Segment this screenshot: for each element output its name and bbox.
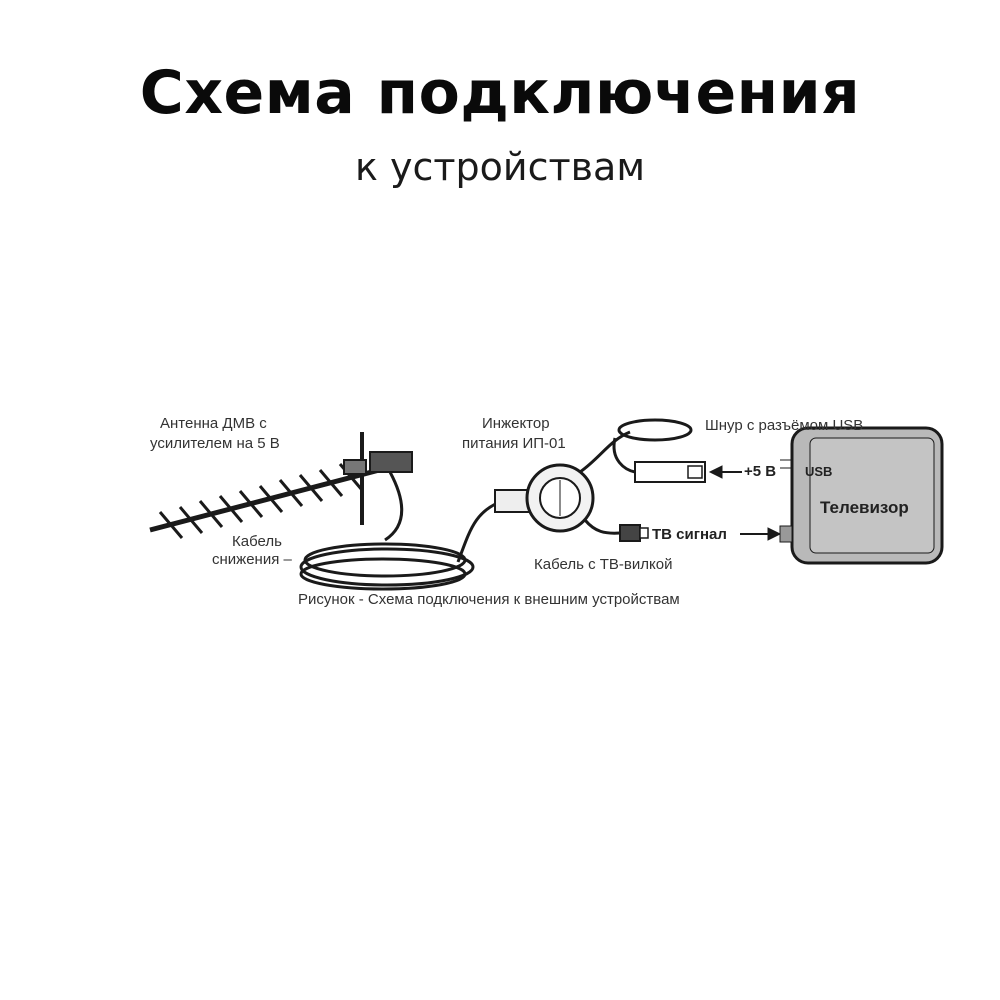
usb-cord-label: Шнур с разъёмом USB bbox=[705, 417, 864, 434]
tv-label: Телевизор bbox=[820, 498, 909, 517]
drop-cable-coil bbox=[299, 471, 506, 591]
connection-diagram: Антенна ДМВ с усилителем на 5 В Кабель с… bbox=[140, 400, 960, 620]
tv-plug-cable bbox=[583, 519, 649, 542]
page-subtitle: к устройствам bbox=[355, 145, 645, 189]
page-title: Схема подключения bbox=[139, 58, 861, 128]
power-arrow-icon bbox=[708, 465, 742, 479]
antenna-label-line2: усилителем на 5 В bbox=[150, 435, 280, 452]
injector-label-line2: питания ИП-01 bbox=[462, 435, 566, 452]
injector-icon bbox=[494, 463, 595, 533]
tv-usb-label: USB bbox=[805, 464, 833, 479]
power-label: +5 В bbox=[744, 463, 777, 480]
diagram-graphics bbox=[149, 418, 944, 591]
tv-signal-arrow-icon bbox=[740, 527, 782, 541]
tv-signal-label: ТВ сигнал bbox=[652, 526, 727, 543]
cable-label-line2: снижения – bbox=[212, 551, 292, 568]
usb-plug-icon bbox=[634, 461, 706, 483]
antenna-icon bbox=[149, 432, 413, 539]
injector-label-line1: Инжектор bbox=[482, 415, 550, 432]
diagram-caption: Рисунок - Схема подключения к внешним ус… bbox=[298, 591, 680, 608]
cable-label-line1: Кабель bbox=[232, 533, 282, 550]
antenna-label-line1: Антенна ДМВ с bbox=[160, 415, 267, 432]
usb-cord bbox=[579, 418, 693, 474]
tv-plug-cable-label: Кабель с ТВ-вилкой bbox=[534, 556, 673, 573]
television-icon bbox=[779, 426, 944, 565]
